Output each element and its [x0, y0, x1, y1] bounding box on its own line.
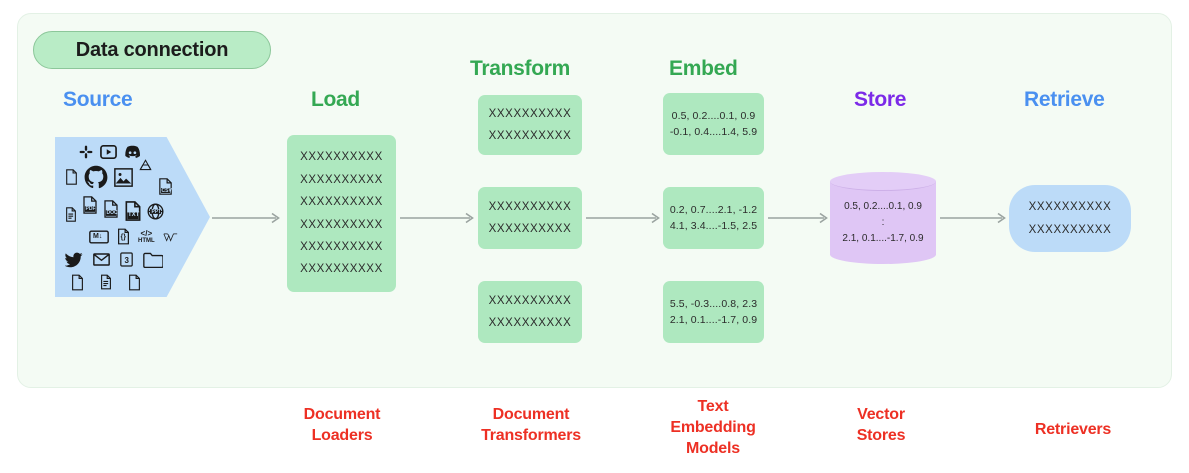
doc-file-icon: DOC	[103, 199, 119, 218]
embed-vector-line: 0.2, 0.7....2.1, -1.2	[669, 203, 758, 216]
stage-title-embed: Embed	[669, 57, 738, 80]
embed-vector-line: 4.1, 3.4....-1.5, 2.5	[669, 220, 758, 232]
transform-box-3: XXXXXXXXXX XXXXXXXXXX	[478, 281, 582, 343]
stage-title-retrieve: Retrieve	[1024, 88, 1105, 111]
slack-icon	[79, 145, 93, 159]
cylinder-body	[830, 181, 936, 255]
email-icon	[93, 253, 110, 266]
txt-file-icon: TXT	[124, 200, 142, 221]
caption-document-transformers: Document Transformers	[481, 406, 581, 445]
caption-retrievers: Retrievers	[1034, 421, 1112, 438]
transform-line: XXXXXXXXXX	[488, 317, 572, 329]
vector-store-cylinder: 0.5, 0.2....0.1, 0.9 : 2.1, 0.1....-1.7,…	[830, 172, 936, 264]
transform-box-2: XXXXXXXXXX XXXXXXXXXX	[478, 187, 582, 249]
json-file-icon: {}	[117, 228, 130, 245]
transform-line: XXXXXXXXXX	[488, 223, 572, 235]
stage-title-source: Source	[63, 88, 133, 111]
folder-icon	[143, 252, 163, 268]
source-icon-row	[65, 145, 206, 159]
source-icon-row: M↓ {} </> HTML	[65, 228, 206, 245]
twitter-icon	[65, 252, 83, 268]
embed-vector-line: -0.1, 0.4....1.4, 5.9	[669, 126, 758, 138]
pdf-badge-text: PDF	[85, 206, 96, 213]
load-line: XXXXXXXXXX	[300, 196, 383, 209]
image-icon	[114, 168, 133, 187]
doc-badge-text: DOC	[106, 210, 118, 217]
csv-file-icon: CSV	[158, 178, 173, 196]
file-text-icon	[100, 274, 112, 290]
discord-icon	[124, 145, 141, 159]
stage-title-store: Store	[854, 88, 907, 111]
cylinder-top-ellipse	[830, 172, 936, 191]
markdown-badge-text: M↓	[93, 232, 103, 240]
load-box: XXXXXXXXXX XXXXXXXXXX XXXXXXXXXX XXXXXXX…	[287, 135, 396, 292]
source-icon-row	[65, 274, 206, 291]
wikipedia-icon	[163, 231, 178, 243]
arrow-load-to-transform	[400, 212, 478, 224]
caption-vector-stores: Vector Stores	[856, 406, 906, 445]
load-line: XXXXXXXXXX	[300, 240, 383, 253]
arrow-source-to-load	[212, 212, 284, 224]
embed-box-3: 5.5, -0.3....0.8, 2.3 2.1, 0.1....-1.7, …	[663, 281, 764, 343]
arrow-store-to-retrieve	[940, 212, 1010, 224]
load-line: XXXXXXXXXX	[300, 151, 383, 164]
transform-line: XXXXXXXXXX	[488, 130, 572, 142]
ppt-file-icon: PPT	[147, 203, 164, 220]
document-lines-icon	[65, 207, 77, 222]
github-icon	[84, 165, 108, 189]
caption-document-loaders: Document Loaders	[303, 406, 381, 445]
markdown-icon: M↓	[89, 230, 109, 244]
data-connection-panel	[17, 13, 1172, 388]
retrieve-box: XXXXXXXXXX XXXXXXXXXX	[1009, 185, 1131, 252]
source-icon-row: PDF DOC TXT PPT	[65, 195, 206, 222]
store-line: :	[881, 217, 885, 228]
ppt-badge-text: PPT	[151, 209, 162, 216]
file-blank-icon	[65, 169, 78, 186]
embed-vector-line: 5.5, -0.3....0.8, 2.3	[669, 297, 758, 310]
css3-label-text: 3	[124, 255, 129, 265]
arrow-transform-to-embed	[586, 212, 664, 224]
file-blank-icon	[71, 274, 84, 291]
retrieve-line: XXXXXXXXXX	[1028, 201, 1112, 214]
google-drive-icon	[139, 159, 152, 171]
embed-vector-line: 2.1, 0.1....-1.7, 0.9	[669, 314, 758, 326]
transform-box-1: XXXXXXXXXX XXXXXXXXXX	[478, 95, 582, 155]
css3-icon: 3	[120, 252, 133, 267]
embed-vector-line: 0.5, 0.2....0.1, 0.9	[671, 109, 756, 122]
store-line: 2.1, 0.1....-1.7, 0.9	[842, 233, 924, 244]
source-icon-row: CSV	[65, 159, 206, 196]
html-label-text: HTML	[138, 237, 155, 244]
load-line: XXXXXXXXXX	[300, 263, 383, 276]
stage-title-load: Load	[311, 88, 360, 111]
arrow-embed-to-store	[768, 212, 832, 224]
data-connection-label: Data connection	[75, 38, 229, 61]
retrieve-line: XXXXXXXXXX	[1028, 223, 1112, 236]
youtube-icon	[100, 145, 117, 159]
json-braces-text: {}	[120, 234, 126, 242]
data-connection-badge: Data connection	[33, 31, 271, 69]
transform-line: XXXXXXXXXX	[488, 294, 572, 307]
load-line: XXXXXXXXXX	[300, 173, 383, 186]
cylinder-bottom-ellipse	[830, 245, 936, 264]
cylinder-text: 0.5, 0.2....0.1, 0.9 : 2.1, 0.1....-1.7,…	[830, 190, 936, 256]
transform-line: XXXXXXXXXX	[488, 107, 572, 120]
file-corner-icon	[128, 274, 141, 291]
source-icon-row: 3	[65, 252, 206, 268]
pdf-file-icon: PDF	[82, 195, 98, 214]
embed-box-2: 0.2, 0.7....2.1, -1.2 4.1, 3.4....-1.5, …	[663, 187, 764, 249]
txt-badge-text: TXT	[128, 212, 140, 219]
store-line: 0.5, 0.2....0.1, 0.9	[844, 201, 922, 212]
html-angle-brackets: </>	[140, 228, 153, 238]
transform-line: XXXXXXXXXX	[488, 200, 572, 213]
csv-badge-text: CSV	[161, 188, 172, 195]
load-line: XXXXXXXXXX	[300, 218, 383, 231]
source-icon-grid: CSV PDF DOC T	[55, 137, 210, 297]
embed-box-1: 0.5, 0.2....0.1, 0.9 -0.1, 0.4....1.4, 5…	[663, 93, 764, 155]
stage-title-transform: Transform	[470, 57, 570, 80]
html-icon: </> HTML	[138, 228, 155, 244]
caption-text-embedding-models: Text Embedding Models	[670, 398, 756, 458]
